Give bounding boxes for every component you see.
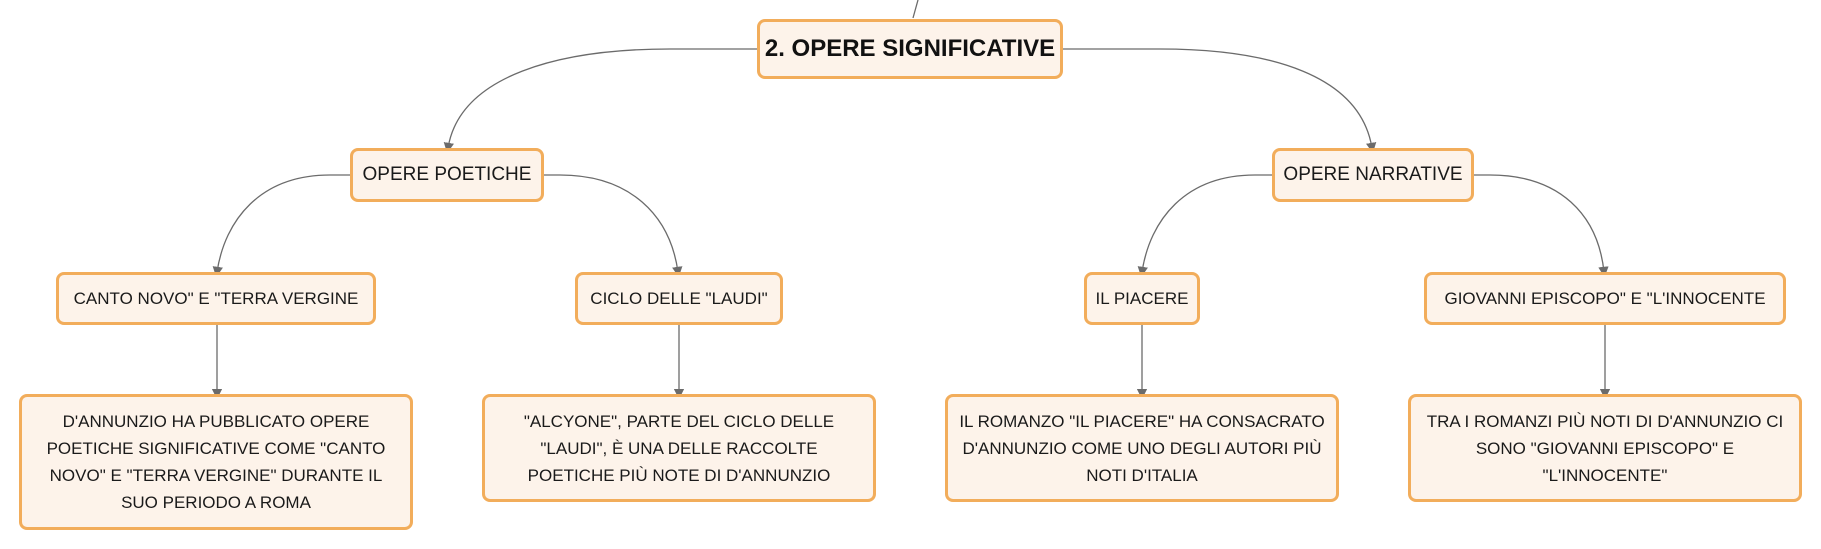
detail-node-il-piacere[interactable]: IL ROMANZO "IL PIACERE" HA CONSACRATO D'… xyxy=(945,394,1339,502)
detail-node-text: TRA I ROMANZI PIÙ NOTI DI D'ANNUNZIO CI … xyxy=(1426,411,1784,485)
sub-node-label: CANTO NOVO" E "TERRA VERGINE xyxy=(73,288,359,308)
detail-node-ciclo-laudi[interactable]: "ALCYONE", PARTE DEL CICLO DELLE "LAUDI"… xyxy=(482,394,876,502)
detail-node-text: D'ANNUNZIO HA PUBBLICATO OPERE POETICHE … xyxy=(46,412,386,512)
detail-node-text: "ALCYONE", PARTE DEL CICLO DELLE "LAUDI"… xyxy=(523,411,835,485)
sub-node-il-piacere[interactable]: IL PIACERE xyxy=(1084,272,1200,325)
branch-node-label: OPERE NARRATIVE xyxy=(1283,164,1463,185)
detail-node-text: IL ROMANZO "IL PIACERE" HA CONSACRATO D'… xyxy=(959,411,1325,485)
connector-narrative-to-giovanni-episcopo xyxy=(1474,174,1609,278)
sub-node-label: IL PIACERE xyxy=(1095,288,1189,308)
branch-node-opere-poetiche[interactable]: OPERE POETICHE xyxy=(350,148,544,202)
connector-root-to-opere-narrative xyxy=(1063,48,1377,154)
sub-node-giovanni-episcopo[interactable]: GIOVANNI EPISCOPO" E "L'INNOCENTE xyxy=(1424,272,1786,325)
sub-node-label: CICLO DELLE "LAUDI" xyxy=(590,288,768,308)
branch-node-label: OPERE POETICHE xyxy=(362,164,532,185)
root-node-label: 2. OPERE SIGNIFICATIVE xyxy=(764,35,1056,62)
sub-node-label: GIOVANNI EPISCOPO" E "L'INNOCENTE xyxy=(1444,288,1766,308)
connector-poetiche-to-canto-novo xyxy=(212,174,350,278)
branch-node-opere-narrative[interactable]: OPERE NARRATIVE xyxy=(1272,148,1474,202)
connector-from-parent xyxy=(912,0,919,19)
detail-node-giovanni-episcopo[interactable]: TRA I ROMANZI PIÙ NOTI DI D'ANNUNZIO CI … xyxy=(1408,394,1802,502)
connector-root-to-opere-poetiche xyxy=(443,48,757,154)
connector-poetiche-to-ciclo-laudi xyxy=(544,174,683,278)
sub-node-canto-novo[interactable]: CANTO NOVO" E "TERRA VERGINE xyxy=(56,272,376,325)
detail-node-canto-novo[interactable]: D'ANNUNZIO HA PUBBLICATO OPERE POETICHE … xyxy=(19,394,413,530)
root-node[interactable]: 2. OPERE SIGNIFICATIVE xyxy=(757,19,1063,79)
connector-narrative-to-il-piacere xyxy=(1137,174,1272,278)
sub-node-ciclo-laudi[interactable]: CICLO DELLE "LAUDI" xyxy=(575,272,783,325)
